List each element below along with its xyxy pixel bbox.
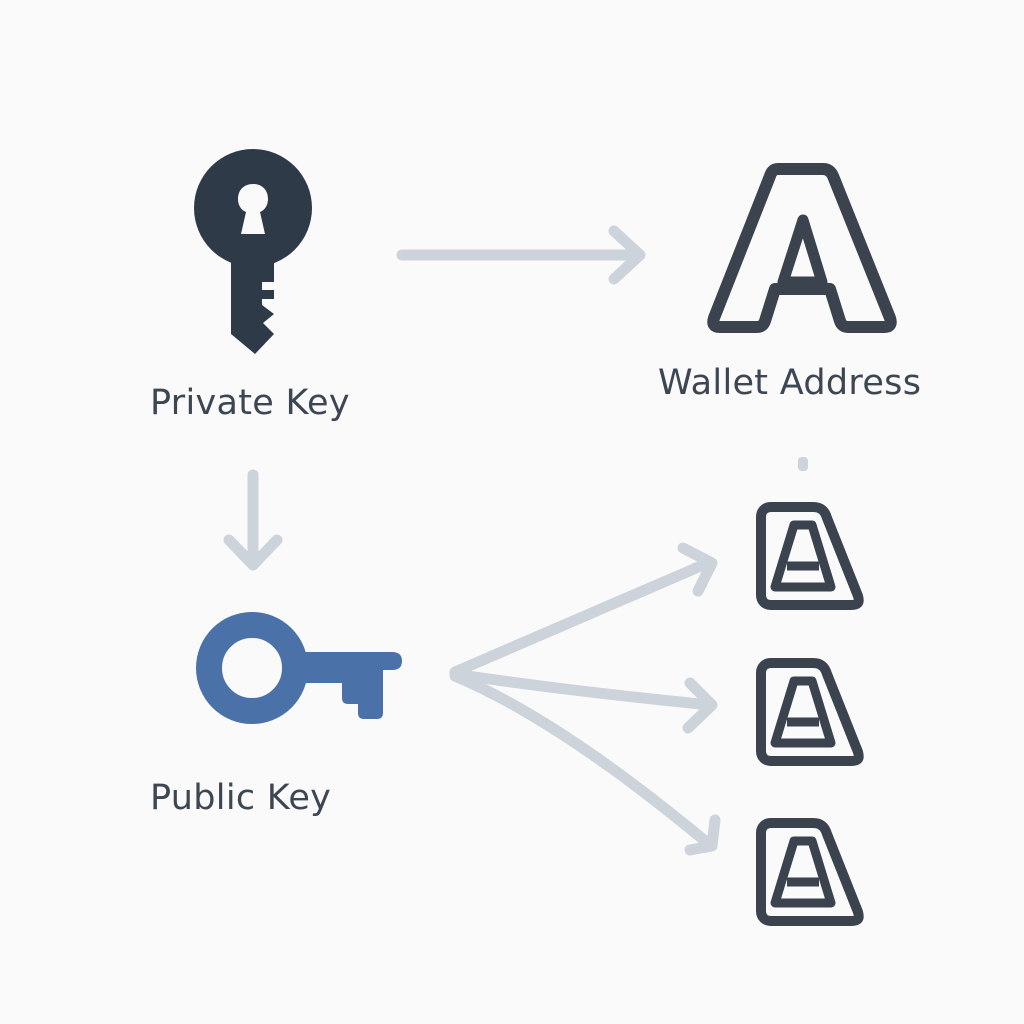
wallet-address-label: Wallet Address bbox=[658, 363, 922, 403]
address-a-icon bbox=[761, 823, 859, 921]
address-a-icon bbox=[761, 663, 859, 761]
keyhole-key-icon bbox=[194, 149, 312, 354]
arrow-public-to-address-3 bbox=[449, 670, 721, 856]
arrow-private-to-public bbox=[223, 469, 283, 571]
arrow-public-to-address-1 bbox=[449, 542, 718, 678]
arrow-public-to-address-2 bbox=[449, 668, 718, 734]
public-key-label: Public Key bbox=[150, 778, 332, 818]
separator-dot bbox=[798, 457, 808, 471]
address-a-icon bbox=[761, 507, 859, 605]
arrow-private-to-wallet bbox=[396, 225, 646, 285]
key-icon bbox=[196, 612, 402, 724]
private-key-label: Private Key bbox=[150, 383, 350, 423]
wallet-address-icon bbox=[707, 163, 897, 333]
